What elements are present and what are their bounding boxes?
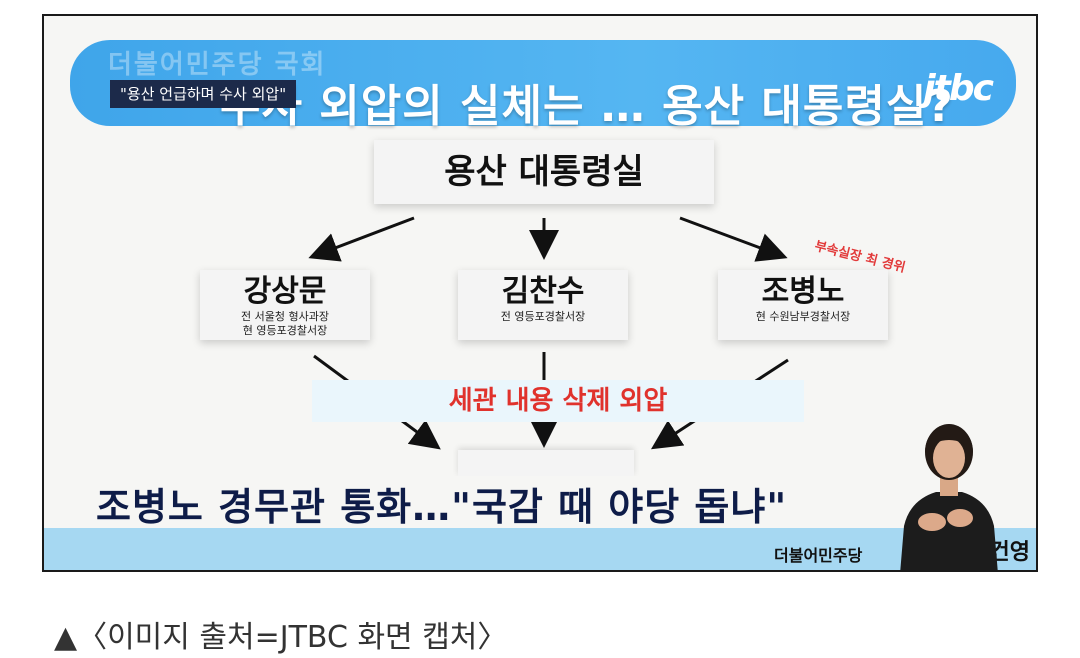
person-name: 강상문	[243, 274, 327, 309]
main-title: 수사 외압의 실체는 … 용산 대통령실?	[220, 81, 954, 132]
org-box-label: 용산 대통령실	[444, 152, 644, 192]
image-source-caption: ▲〈이미지 출처=JTBC 화면 캡처〉	[54, 620, 508, 655]
org-box-presidential-office: 용산 대통령실	[374, 140, 714, 204]
sign-language-interpreter	[900, 424, 998, 570]
person-role: 현 수원남부경찰서장	[755, 310, 851, 323]
program-text: 더불어민주당 국회	[108, 50, 327, 80]
news-caption: 조병노 경무관 통화…"국감 때 야당 돕냐"	[96, 485, 788, 529]
person-name: 조병노	[761, 274, 845, 309]
title-bar: 더불어민주당 국회 수사 외압의 실체는 … 용산 대통령실? "용산 언급하며…	[70, 40, 1016, 132]
party-label: 더불어민주당	[774, 546, 863, 565]
arrow-to-person-1	[308, 216, 415, 262]
caption-strip	[44, 476, 1036, 528]
person-card-2: 김찬수 전 영등포경찰서장	[458, 270, 628, 340]
bottom-band	[44, 528, 1036, 570]
arrow-to-person-3	[679, 216, 788, 262]
person-card-1: 강상문 전 서울청 형사과장 현 영등포경찰서장	[200, 270, 370, 340]
partially-hidden-org-box	[458, 450, 634, 476]
person-role: 전 서울청 형사과장	[241, 310, 329, 323]
broadcast-screenshot: 더불어민주당 국회 수사 외압의 실체는 … 용산 대통령실? "용산 언급하며…	[42, 14, 1038, 572]
jtbc-logo: jtbc	[923, 68, 994, 109]
person-name: 김찬수	[501, 274, 585, 309]
person-card-3: 조병노 현 수원남부경찰서장	[718, 270, 888, 340]
person-role: 현 영등포경찰서장	[242, 324, 328, 337]
pressure-label: 세관 내용 삭제 외압	[312, 380, 804, 422]
person-role: 전 영등포경찰서장	[500, 310, 586, 323]
news-ticker: "용산 언급하며 수사 외압"	[110, 80, 297, 108]
